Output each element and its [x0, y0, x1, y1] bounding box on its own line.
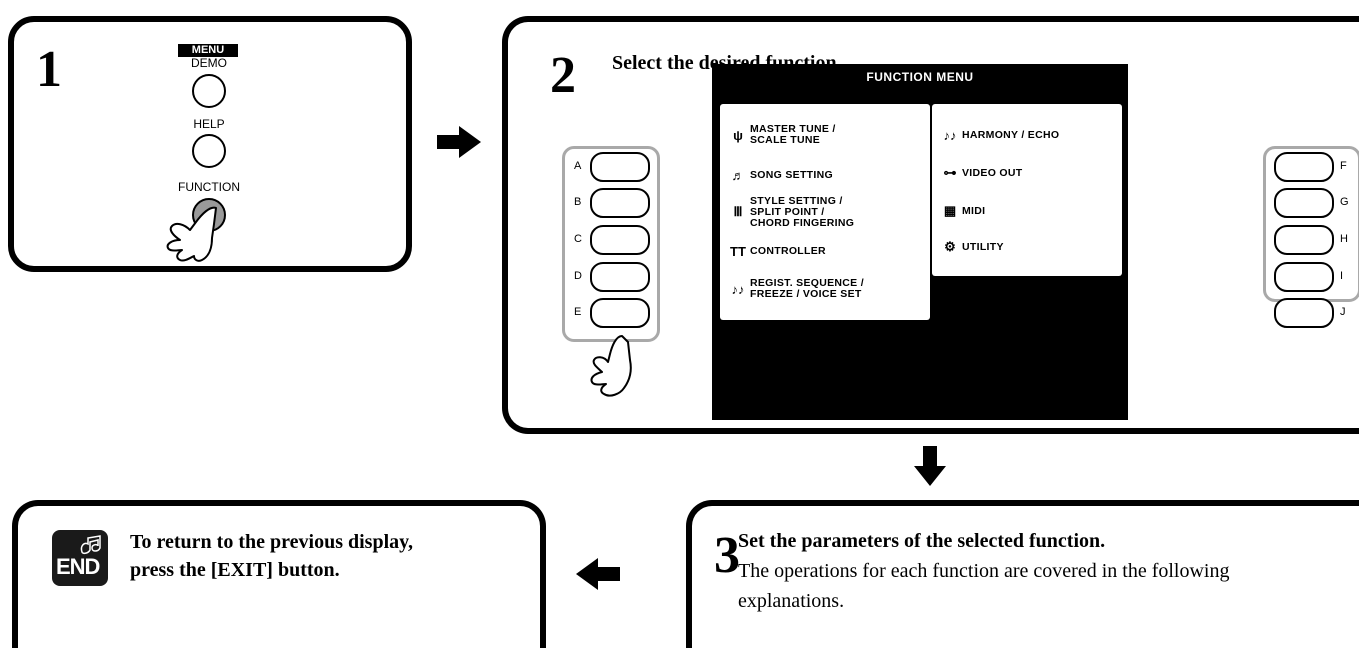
menu-item-video-out[interactable]: ⊶ VIDEO OUT [938, 156, 1116, 190]
video-out-icon: ⊶ [943, 165, 957, 180]
lcd-button-h[interactable] [1274, 225, 1334, 255]
menu-item-label: CONTROLLER [750, 244, 826, 257]
controller-icon: TT [730, 243, 746, 259]
button-letter-c: C [574, 233, 582, 245]
button-letter-b: B [574, 196, 582, 208]
lcd-button-a[interactable] [590, 152, 650, 182]
step3-title: Set the parameters of the selected funct… [738, 530, 1106, 552]
arrow-down-icon [914, 446, 946, 486]
step3-number: 3 [714, 527, 740, 584]
menu-item-midi[interactable]: ▦ MIDI [938, 194, 1116, 228]
demo-button[interactable] [192, 74, 226, 108]
lcd-button-g[interactable] [1274, 188, 1334, 218]
menu-badge: MENU [178, 44, 238, 57]
lcd-button-e[interactable] [590, 298, 650, 328]
help-button[interactable] [192, 134, 226, 168]
step1-panel: 1 MENU DEMO HELP FUNCTION [8, 16, 412, 272]
lcd-button-f[interactable] [1274, 152, 1334, 182]
menu-item-label: HARMONY / ECHO [962, 128, 1060, 141]
function-menu-screen: FUNCTION MENU ψ MASTER TUNE / SCALE TUNE… [712, 64, 1128, 420]
song-note-icon: ♬ [731, 167, 745, 183]
menu-item-label: VIDEO OUT [962, 166, 1023, 179]
arrow-right-icon [437, 126, 481, 158]
lcd-button-c[interactable] [590, 225, 650, 255]
lcd-button-b[interactable] [590, 188, 650, 218]
button-row-h: H [1274, 225, 1358, 255]
end-badge: END [52, 530, 108, 586]
step2-number: 2 [550, 47, 576, 104]
button-letter-e: E [574, 306, 582, 318]
menu-item-label: SONG SETTING [750, 168, 833, 181]
menu-item-master-tune[interactable]: ψ MASTER TUNE / SCALE TUNE [726, 118, 924, 152]
tuning-fork-icon: ψ [733, 127, 743, 143]
menu-item-label: MIDI [962, 204, 986, 217]
end-text: To return to the previous display, press… [130, 531, 414, 581]
button-row-b: B [574, 188, 654, 218]
button-row-g: G [1274, 188, 1358, 218]
pointing-hand-icon [166, 206, 217, 262]
button-letter-f: F [1340, 160, 1347, 172]
left-button-group [562, 146, 660, 342]
menu-right-column: ♪♪ HARMONY / ECHO ⊶ VIDEO OUT ▦ MIDI ⚙ U… [932, 104, 1122, 276]
button-letter-h: H [1340, 233, 1348, 245]
menu-left-column: ψ MASTER TUNE / SCALE TUNE ♬ SONG SETTIN… [720, 104, 930, 320]
lcd-button-d[interactable] [590, 262, 650, 292]
button-row-i: I [1274, 262, 1358, 292]
lcd-button-j[interactable] [1274, 298, 1334, 328]
button-row-c: C [574, 225, 654, 255]
button-letter-j: J [1340, 306, 1346, 318]
screen-title: FUNCTION MENU [866, 70, 974, 84]
harmony-icon: ♪♪ [943, 127, 957, 143]
registration-icon: ♪♪ [731, 281, 745, 297]
style-icon: Ⅲ [733, 204, 743, 219]
step2-panel: 2 Select the desired function. A B C D E… [502, 16, 1359, 434]
menu-item-label: REGIST. SEQUENCE / FREEZE / VOICE SET [750, 277, 864, 300]
menu-item-utility[interactable]: ⚙ UTILITY [938, 230, 1116, 264]
button-row-a: A [574, 152, 654, 182]
midi-icon: ▦ [943, 203, 957, 218]
button-row-d: D [574, 262, 654, 292]
lcd-button-i[interactable] [1274, 262, 1334, 292]
step1-number: 1 [36, 41, 62, 98]
step3-panel: 3 Set the parameters of the selected fun… [686, 500, 1359, 648]
menu-item-song-setting[interactable]: ♬ SONG SETTING [726, 158, 924, 192]
button-row-j: J [1274, 298, 1358, 328]
function-label: FUNCTION [178, 180, 240, 194]
button-row-e: E [574, 298, 654, 328]
button-letter-i: I [1340, 270, 1344, 282]
button-letter-a: A [574, 160, 582, 172]
menu-item-label: MASTER TUNE / SCALE TUNE [750, 123, 836, 146]
utility-icon: ⚙ [944, 239, 956, 254]
menu-item-label: STYLE SETTING / SPLIT POINT / CHORD FING… [750, 194, 855, 229]
button-row-f: F [1274, 152, 1358, 182]
menu-item-regist-sequence[interactable]: ♪♪ REGIST. SEQUENCE / FREEZE / VOICE SET [726, 272, 924, 306]
demo-label: DEMO [191, 56, 227, 70]
button-letter-d: D [574, 270, 582, 282]
menu-item-controller[interactable]: TT CONTROLLER [726, 234, 924, 268]
end-badge-text: END [56, 554, 100, 579]
menu-item-style-setting[interactable]: Ⅲ STYLE SETTING / SPLIT POINT / CHORD FI… [726, 192, 924, 232]
music-note-icon [80, 535, 101, 555]
arrow-left-icon [576, 558, 620, 590]
help-label: HELP [193, 117, 225, 131]
menu-item-harmony-echo[interactable]: ♪♪ HARMONY / ECHO [938, 118, 1116, 152]
button-letter-g: G [1340, 196, 1349, 208]
menu-item-label: UTILITY [962, 240, 1004, 253]
step3-body: The operations for each function are cov… [738, 560, 1230, 612]
end-panel: END To return to the previous display, p… [12, 500, 546, 648]
pointing-hand-icon [590, 335, 632, 397]
